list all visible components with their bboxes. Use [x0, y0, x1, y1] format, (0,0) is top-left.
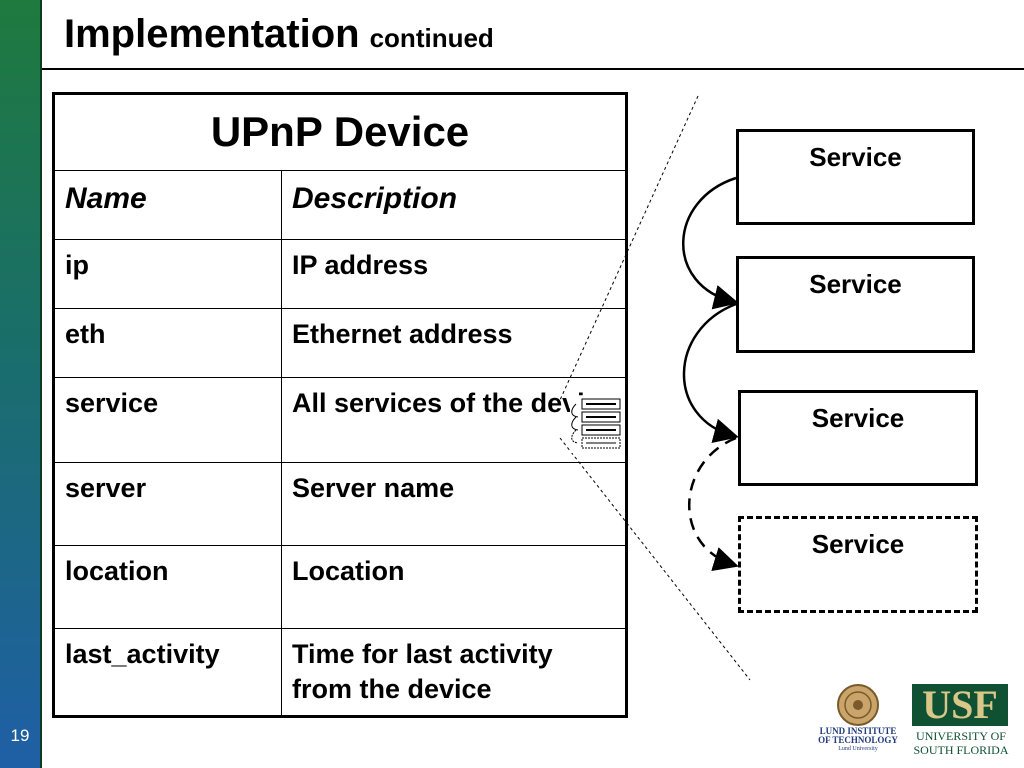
header-name: Name	[53, 169, 282, 240]
row-description: Time for last activity from the device	[281, 627, 627, 717]
lund-line-2: OF TECHNOLOGY	[818, 735, 898, 746]
usf-logo: USF	[912, 684, 1008, 726]
lund-seal-logo	[837, 684, 879, 726]
zoom-guide-line-bottom	[559, 437, 751, 681]
slide-title-main: Implementation	[64, 12, 360, 56]
title-divider	[42, 68, 1024, 70]
row-name: location	[53, 544, 282, 629]
table-row: eth Ethernet address	[53, 307, 627, 378]
table-header-row: Name Description	[53, 169, 627, 240]
service-box: Service	[736, 256, 975, 353]
row-description: Ethernet address	[281, 307, 627, 378]
service-box: Service	[738, 390, 978, 486]
link-arrow-3-dashed	[688, 436, 739, 572]
row-name: server	[53, 461, 282, 546]
usf-logo-text: UNIVERSITY OF SOUTH FLORIDA	[906, 729, 1016, 758]
link-arrow-1	[682, 176, 739, 310]
service-list-icon	[570, 397, 624, 453]
lund-logo-text: LUND INSTITUTE OF TECHNOLOGY Lund Univer…	[812, 726, 904, 752]
slide-number: 19	[10, 726, 30, 745]
zoom-guide-line-top	[559, 95, 699, 401]
slide-title-sub: continued	[369, 23, 494, 53]
service-box: Service	[736, 129, 975, 225]
row-name: eth	[53, 307, 282, 378]
lund-line-3: Lund University	[838, 745, 878, 752]
table-row: server Server name	[53, 461, 627, 546]
table-row: service All services of the device	[53, 376, 627, 463]
row-description: Server name	[281, 461, 627, 546]
lund-line-1: LUND INSTITUTE	[819, 726, 897, 736]
left-accent-bar	[0, 0, 42, 768]
usf-line-2: SOUTH FLORIDA	[913, 743, 1009, 758]
table-row: last_activity Time for last activity fro…	[53, 627, 627, 717]
usf-line-1: UNIVERSITY OF	[916, 729, 1006, 743]
row-name: last_activity	[53, 627, 282, 717]
table-row: location Location	[53, 544, 627, 629]
header-description: Description	[281, 169, 627, 240]
service-box-dashed: Service	[738, 516, 978, 613]
table-row: ip IP address	[53, 238, 627, 309]
slide-title: Implementation continued	[64, 12, 494, 57]
upnp-device-table: UPnP Device Name Description ip IP addre…	[52, 92, 628, 718]
row-description: All services of the device	[281, 376, 627, 463]
link-arrow-2	[682, 302, 739, 443]
row-description: IP address	[281, 238, 627, 309]
row-name: ip	[53, 238, 282, 309]
row-description: Location	[281, 544, 627, 629]
